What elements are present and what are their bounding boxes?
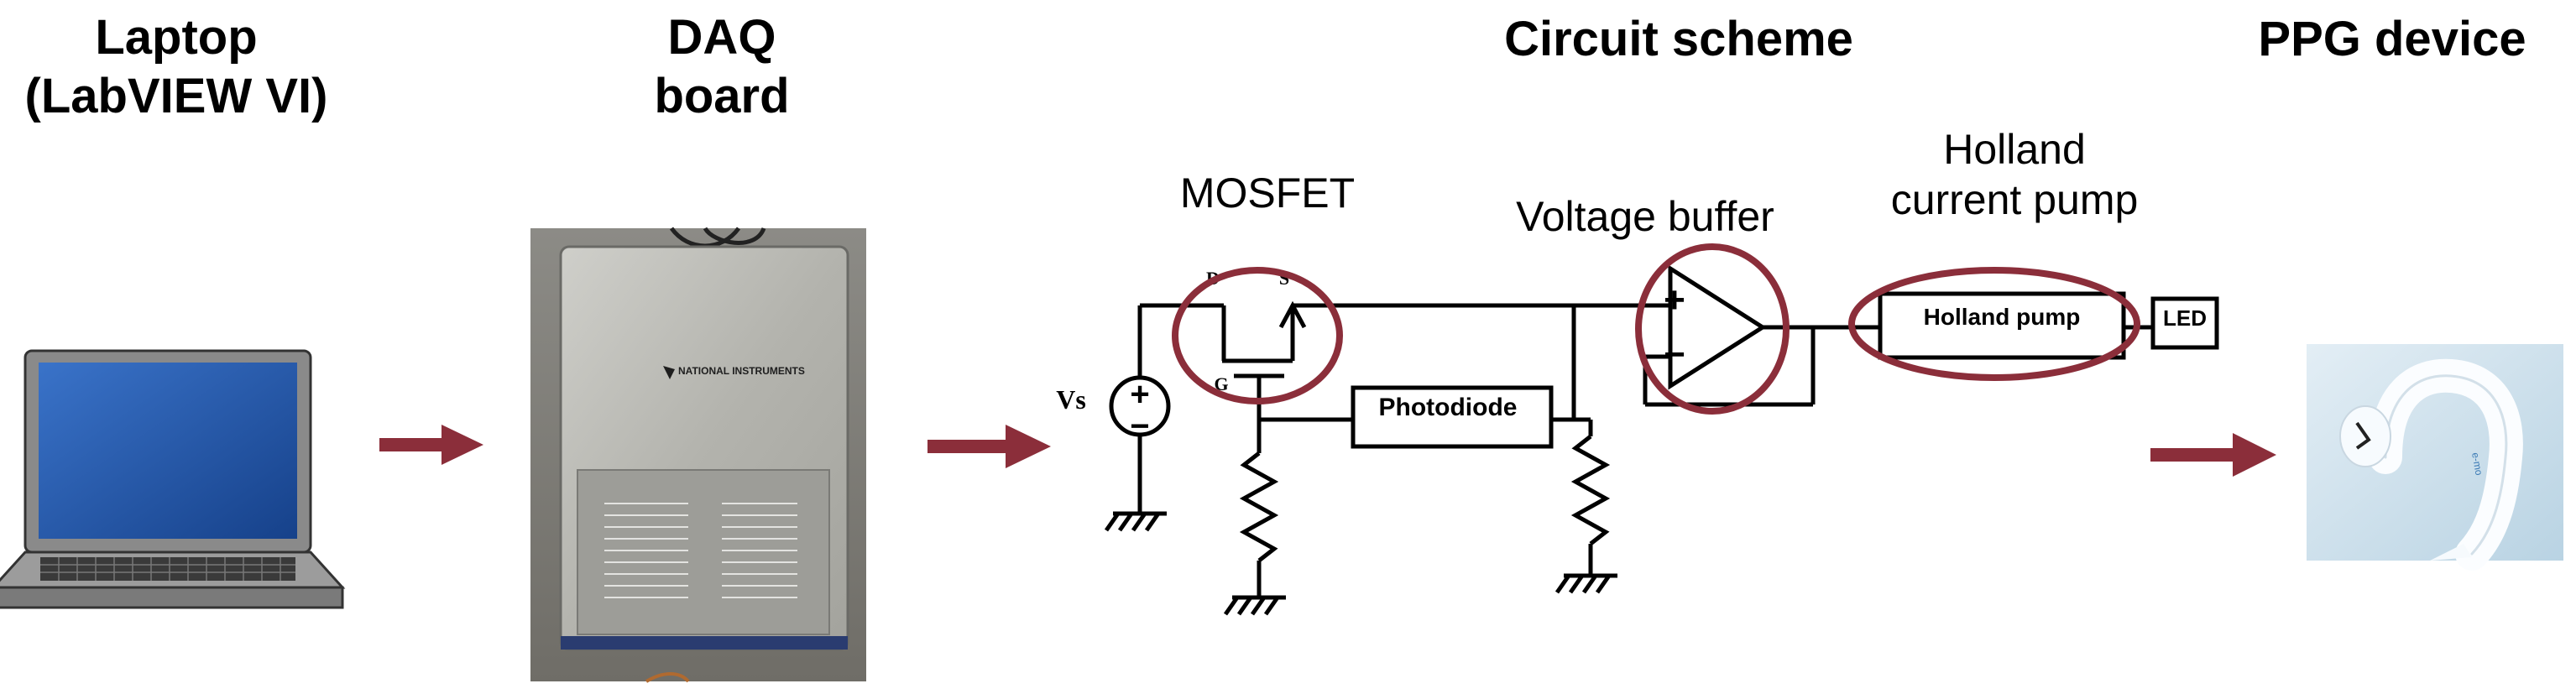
source-plus-label: + — [1130, 376, 1150, 413]
resistor-buffer — [1570, 305, 1611, 576]
ppg-heading: PPG device — [2258, 12, 2526, 66]
mosfet-symbol — [1221, 300, 1307, 394]
voltage-source-symbol — [1109, 375, 1171, 437]
holland-label-line2: current pump — [1890, 176, 2139, 223]
daq-board-photo: NATIONAL INSTRUMENTS — [530, 227, 866, 683]
circuit-heading: Circuit scheme — [1504, 12, 1853, 66]
holland-pump-box — [1878, 291, 2126, 360]
laptop-illustration — [0, 349, 346, 609]
vs-label: Vs — [1056, 384, 1086, 415]
ground-symbol-source — [1104, 511, 1167, 532]
photodiode-label: Photodiode — [1378, 394, 1518, 421]
arrow-daq-to-circuit — [927, 425, 1051, 468]
opamp-plus-label: + — [1664, 279, 1685, 321]
holland-label: Holland current pump — [1830, 124, 2199, 225]
gate-label: G — [1214, 373, 1229, 394]
laptop-keyboard — [40, 557, 295, 581]
ppg-device-photo: e-mo — [2307, 344, 2563, 571]
daq-heading-line1: DAQ — [667, 10, 776, 65]
led-box — [2150, 296, 2219, 350]
voltage-buffer-label: Voltage buffer — [1516, 193, 1774, 240]
laptop-heading-line1: Laptop — [95, 10, 258, 65]
daq-heading-line2: board — [654, 69, 790, 123]
circuit-scheme — [1104, 264, 2219, 616]
laptop-heading: Laptop (LabVIEW VI) — [0, 8, 353, 126]
holland-label-line1: Holland — [1943, 126, 2086, 173]
arrow-circuit-to-ppg — [2150, 433, 2276, 477]
ni-logo-text: NATIONAL INSTRUMENTS — [678, 365, 805, 377]
holland-box-label: Holland pump — [1923, 304, 2081, 330]
mosfet-highlight-ellipse — [1172, 267, 1343, 404]
highlight-ellipses — [1172, 243, 2140, 415]
buffer-highlight-ellipse — [1635, 243, 1790, 415]
ppg-brand-text: e-mo — [2469, 451, 2485, 477]
ground-symbol-gate — [1223, 595, 1286, 616]
laptop-heading-line2: (LabVIEW VI) — [24, 69, 328, 123]
opamp-symbol — [1643, 264, 1880, 407]
holland-highlight-ellipse — [1848, 267, 2140, 381]
ground-symbol-buffer — [1554, 573, 1617, 594]
daq-heading: DAQ board — [588, 8, 856, 126]
arrow-laptop-to-daq — [379, 425, 483, 465]
led-label: LED — [2163, 305, 2207, 331]
ni-logo: NATIONAL INSTRUMENTS — [663, 365, 805, 379]
photodiode-box — [1351, 385, 1554, 449]
mosfet-label: MOSFET — [1179, 170, 1356, 217]
resistor-gate — [1239, 420, 1279, 597]
